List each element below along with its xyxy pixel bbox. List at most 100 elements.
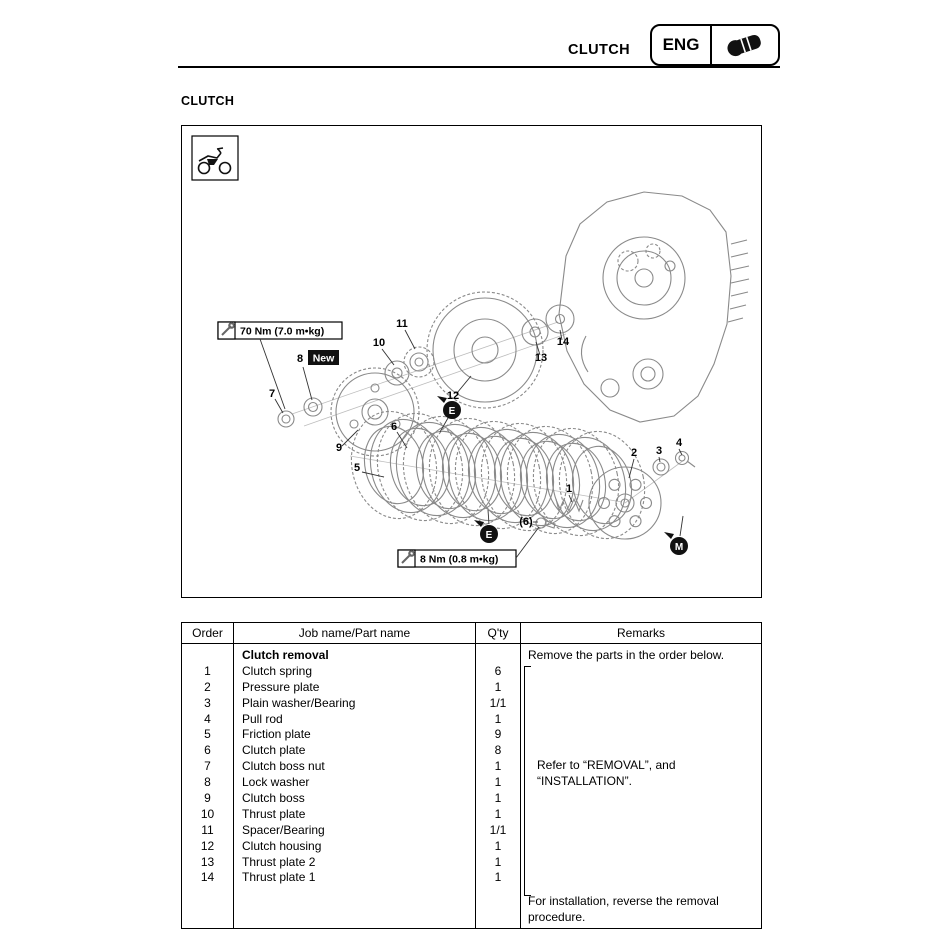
jobname-column: Clutch removal Clutch spring Pressure pl… <box>234 644 476 928</box>
qty-cell: 1 <box>494 870 502 885</box>
callout-11: 11 <box>396 318 408 330</box>
qty-cell: 1 <box>494 838 502 853</box>
torque-bottom-label: 8 Nm (0.8 m•kg) <box>420 554 498 566</box>
part-name-cell: Plain washer/Bearing <box>242 695 356 710</box>
svg-text:New: New <box>313 353 335 365</box>
order-cell: 6 <box>204 743 211 758</box>
part-name-cell: Clutch housing <box>242 838 322 853</box>
part-name-cell: Clutch boss <box>242 791 305 806</box>
grease-marker-m: M <box>664 515 688 555</box>
oil-marker-e-1: E <box>437 396 461 433</box>
clutch-exploded-diagram: 70 Nm (7.0 m•kg) 8 Nm (0.8 m•kg) New <box>181 125 762 598</box>
order-cell: 8 <box>204 775 211 790</box>
footer-remark: For installation, reverse the removal pr… <box>528 894 719 924</box>
table-body: 1 2 3 4 5 6 7 8 9 10 11 12 13 14 Clutch … <box>182 644 761 928</box>
part-name-cell: Thrust plate 1 <box>242 870 316 885</box>
header-jobname: Job name/Part name <box>234 623 476 643</box>
section-title: CLUTCH <box>181 94 235 108</box>
header-order: Order <box>182 623 234 643</box>
callout-leaders <box>274 329 683 523</box>
part-name-cell: Lock washer <box>242 775 310 790</box>
part-name-cell: Clutch spring <box>242 663 313 678</box>
rows-bracket <box>524 666 531 896</box>
page-title: CLUTCH <box>567 42 630 58</box>
part-name-cell: Friction plate <box>242 727 311 742</box>
oil-marker-e-2: E <box>474 509 498 543</box>
part-name-cell: Clutch boss nut <box>242 759 325 774</box>
order-cell: 3 <box>204 695 211 710</box>
order-cell <box>182 648 233 664</box>
order-cell: 5 <box>204 727 211 742</box>
plate-stack-drawing <box>350 410 646 540</box>
qty-column: 6 1 1/1 1 9 8 1 1 1 1 1/1 1 1 1 <box>476 644 521 928</box>
part-name-cell: Thrust plate 2 <box>242 854 316 869</box>
svg-text:E: E <box>486 530 493 541</box>
callout-3: 3 <box>656 445 662 457</box>
qty-cell: 9 <box>494 727 502 742</box>
pressure-plate-drawing <box>535 450 696 540</box>
callout-6: 6 <box>391 421 397 433</box>
svg-text:M: M <box>675 542 683 553</box>
torque-tag-bottom: 8 Nm (0.8 m•kg) <box>397 526 540 568</box>
part-name-cell: Pull rod <box>242 711 283 726</box>
small-parts-drawing <box>277 291 575 457</box>
order-column: 1 2 3 4 5 6 7 8 9 10 11 12 13 14 <box>182 644 234 928</box>
diagram-canvas: 70 Nm (7.0 m•kg) 8 Nm (0.8 m•kg) New <box>191 135 750 568</box>
qty-cell <box>476 648 520 664</box>
intro-remark: Remove the parts in the order below. <box>528 648 725 662</box>
callout-2: 2 <box>631 447 637 459</box>
qty-cell: 8 <box>494 743 502 758</box>
callout-14: 14 <box>557 336 570 348</box>
callout-8: 8 <box>297 353 303 365</box>
torque-top-label: 70 Nm (7.0 m•kg) <box>240 326 324 338</box>
qty-cell: 1 <box>494 806 502 821</box>
order-cell: 10 <box>200 806 215 821</box>
qty-cell: 1/1 <box>489 822 507 837</box>
callout-7: 7 <box>269 388 275 400</box>
motorcycle-icon <box>191 135 239 181</box>
qty-cell: 1/1 <box>489 695 507 710</box>
callout-1: 1 <box>566 483 572 495</box>
eng-label: ENG <box>652 26 712 64</box>
qty-cell: 1 <box>494 775 502 790</box>
qty-cell: 1 <box>494 679 502 694</box>
axis-guides <box>291 321 685 504</box>
qty-cell: 1 <box>494 854 502 869</box>
order-cell: 4 <box>204 711 211 726</box>
qty-note: (6) <box>519 516 533 528</box>
eng-badge: ENG <box>650 24 780 66</box>
callout-10: 10 <box>373 337 385 349</box>
wrench-icon <box>221 322 235 336</box>
qty-cell: 1 <box>494 711 502 726</box>
callout-13: 13 <box>535 352 547 364</box>
torque-tag-top: 70 Nm (7.0 m•kg) <box>217 321 343 410</box>
order-cell: 1 <box>204 663 211 678</box>
callout-numbers: 1 2 3 4 5 6 7 8 9 10 11 12 13 14 (6) <box>269 318 683 528</box>
wrench-icon <box>401 550 415 564</box>
new-tag: New <box>308 350 339 365</box>
part-name-cell: Spacer/Bearing <box>242 822 325 837</box>
refer-remark: Refer to “REMOVAL”, and “INSTALLATION”. <box>537 758 676 788</box>
order-cell: 13 <box>200 854 215 869</box>
qty-cell: 6 <box>494 663 502 678</box>
order-cell: 9 <box>204 791 211 806</box>
callout-5: 5 <box>354 462 360 474</box>
header-rule <box>178 66 780 68</box>
order-cell: 7 <box>204 759 211 774</box>
part-name-cell: Clutch plate <box>242 743 306 758</box>
order-cell: 12 <box>200 838 215 853</box>
qty-cell: 1 <box>494 759 502 774</box>
order-cell: 11 <box>201 822 214 837</box>
callout-9: 9 <box>336 442 342 454</box>
order-cell: 14 <box>200 870 215 885</box>
svg-text:E: E <box>449 406 456 417</box>
callout-4: 4 <box>676 437 683 449</box>
part-name-cell: Thrust plate <box>242 806 306 821</box>
order-cell: 2 <box>204 679 211 694</box>
header-remarks: Remarks <box>616 626 665 640</box>
table-header-row: Order Job name/Part name Q'ty Remarks <box>182 623 761 644</box>
part-name-cell: Pressure plate <box>242 679 320 694</box>
header-qty: Q'ty <box>476 623 521 643</box>
group-title: Clutch removal <box>242 648 329 662</box>
